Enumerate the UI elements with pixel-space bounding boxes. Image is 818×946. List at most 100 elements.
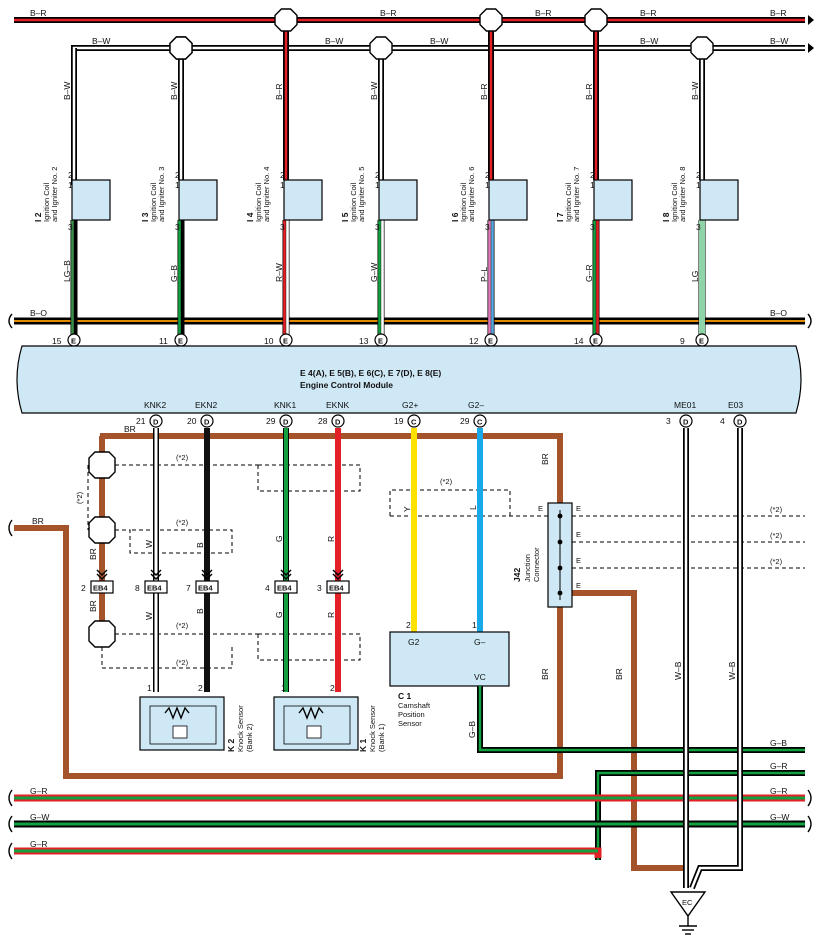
coil-box bbox=[699, 179, 739, 221]
wire-g-b: G–B G–B bbox=[467, 686, 805, 753]
pin-label: 1 bbox=[280, 180, 285, 190]
ecm-pin: G2–C29 bbox=[460, 400, 487, 428]
bus-label: B–O bbox=[770, 308, 787, 318]
wire-label-br: BR bbox=[88, 600, 98, 612]
coil-box bbox=[488, 179, 528, 221]
signal-label: G2+ bbox=[402, 400, 418, 410]
wire-label: W–B bbox=[673, 661, 683, 680]
connector-name: EB4 bbox=[277, 584, 292, 593]
coil-name: Ignition Coil bbox=[349, 182, 358, 222]
bus-g-w: G–W G–W bbox=[8, 812, 812, 833]
wire-label: L bbox=[468, 505, 478, 510]
bus-label: B–W bbox=[640, 36, 658, 46]
bus-b-o: B–O B–O bbox=[8, 308, 812, 329]
wire-label: W bbox=[144, 540, 154, 548]
coil-ref: I 3 bbox=[140, 212, 150, 222]
wire-label: B bbox=[195, 542, 205, 548]
coil-name: and Igniter No. 8 bbox=[678, 167, 687, 222]
wire-label-br: BR bbox=[32, 516, 44, 526]
bus-g-r-2: G–R bbox=[8, 839, 602, 860]
pin-number: 9 bbox=[680, 336, 685, 346]
bus-label: B–W bbox=[770, 36, 788, 46]
signal-label: EKN2 bbox=[195, 400, 217, 410]
sensor-ref: K 2 bbox=[226, 739, 236, 753]
pin-label: 1 bbox=[472, 620, 477, 630]
junction-pin: E bbox=[538, 504, 543, 513]
pin-number: 21 bbox=[136, 416, 146, 426]
connector-letter: C bbox=[411, 418, 417, 427]
cam-pin-vc: VC bbox=[474, 672, 486, 682]
signal-label: G2– bbox=[468, 400, 484, 410]
cam-pin-g2: G2 bbox=[408, 637, 420, 647]
shield-splices bbox=[88, 451, 116, 648]
coil-name: Ignition Coil bbox=[42, 182, 51, 222]
sensor-sub: (Bank 1) bbox=[377, 723, 386, 752]
pin-number: 28 bbox=[318, 416, 328, 426]
connector-letter: E bbox=[71, 337, 76, 346]
connector-d bbox=[149, 414, 163, 428]
junction-pin: E bbox=[576, 530, 581, 539]
ecm-subtitle: Engine Control Module bbox=[300, 380, 393, 390]
wire-label: G–B bbox=[467, 721, 477, 738]
connector-letter: D bbox=[683, 418, 689, 427]
engine-control-module: E 4(A), E 5(B), E 6(C), E 7(D), E 8(E) E… bbox=[16, 345, 802, 414]
connector-c bbox=[473, 414, 487, 428]
pin-label: 1 bbox=[375, 180, 380, 190]
bus-label: B–W bbox=[325, 36, 343, 46]
pin-label: 2 bbox=[68, 170, 73, 180]
coil-box bbox=[71, 179, 111, 221]
sensor-name: Knock Sensor bbox=[236, 705, 245, 752]
pin-label: 3 bbox=[280, 222, 285, 232]
pin-label: 2 bbox=[198, 683, 203, 693]
wire-label: G–R bbox=[30, 839, 47, 849]
connector-d bbox=[679, 414, 693, 428]
connector-letter: E bbox=[488, 337, 493, 346]
bus-label: B–R bbox=[380, 8, 397, 18]
connector-letter: D bbox=[737, 418, 743, 427]
shield-label: (*2) bbox=[176, 621, 189, 630]
pin-number: 4 bbox=[265, 583, 270, 593]
junction-line: Junction bbox=[523, 554, 532, 582]
connector-letter: E bbox=[593, 337, 598, 346]
connector-letter: D bbox=[204, 418, 210, 427]
coil-name: Ignition Coil bbox=[254, 182, 263, 222]
signal-label: ME01 bbox=[674, 400, 696, 410]
shield-label: (*2) bbox=[770, 531, 783, 540]
wire-label: W–B bbox=[727, 661, 737, 680]
eb4-connector: EB4 4 bbox=[265, 569, 298, 594]
ground-label: EC bbox=[682, 898, 693, 907]
pin-label: 2 bbox=[590, 170, 595, 180]
signal-label: KNK1 bbox=[274, 400, 296, 410]
coil-ref: I 8 bbox=[661, 212, 671, 222]
wire-label-br: BR bbox=[540, 668, 550, 680]
connector-d bbox=[279, 414, 293, 428]
pin-label: 3 bbox=[696, 222, 701, 232]
coil-box bbox=[178, 179, 218, 221]
shield-label: (*2) bbox=[176, 658, 189, 667]
pin-number: 19 bbox=[394, 416, 404, 426]
splice-point bbox=[479, 8, 503, 32]
wire-label: LG bbox=[690, 271, 700, 282]
shield-dashes: (*2) (*2) (*2) (*2) (*2) (*2) (*2) (*2) … bbox=[75, 453, 805, 669]
wire-label: G–R bbox=[770, 786, 787, 796]
coil-name: Ignition Coil bbox=[564, 182, 573, 222]
pin-number: 2 bbox=[81, 583, 86, 593]
wire-label: B–W bbox=[169, 82, 179, 100]
ground-ec: EC bbox=[669, 891, 707, 935]
pin-label: 1 bbox=[147, 683, 152, 693]
wire-label-br: BR bbox=[540, 453, 550, 465]
connector-letter: E bbox=[283, 337, 288, 346]
sensor-ref: K 1 bbox=[358, 739, 368, 753]
wire-label: B–R bbox=[584, 83, 594, 100]
pin-label: 1 bbox=[485, 180, 490, 190]
wire-label: W bbox=[144, 612, 154, 620]
splice-point bbox=[369, 36, 393, 60]
cam-line: Camshaft bbox=[398, 701, 431, 710]
pin-label: 3 bbox=[175, 222, 180, 232]
